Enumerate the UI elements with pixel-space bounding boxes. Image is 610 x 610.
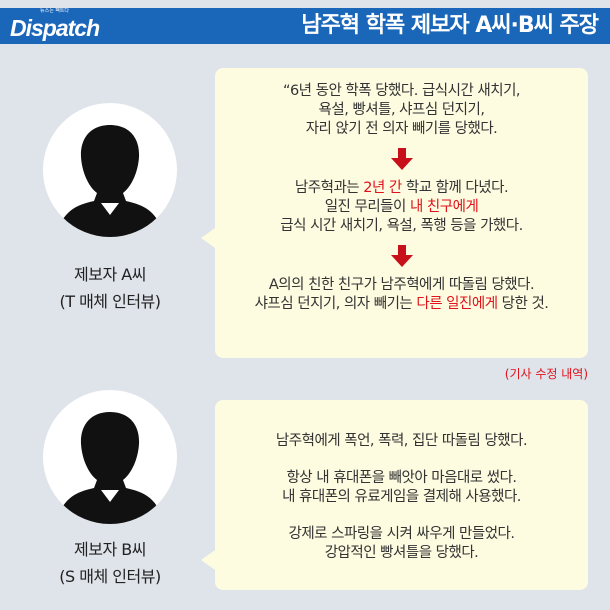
text-line: “6년 동안 학폭 당했다. 급식시간 새치기, <box>282 83 521 99</box>
informant-b-name: 제보자 B씨 <box>74 540 146 559</box>
informant-b-source: (S 매체 인터뷰) <box>59 567 161 586</box>
statement-a-3: A의의 친한 친구가 남주혁에게 따돌림 당했다. 샤프심 던지기, 의자 빼기… <box>215 276 588 314</box>
logo-text: Dispatch <box>10 15 100 41</box>
speech-bubble-a: “6년 동안 학폭 당했다. 급식시간 새치기, 욕설, 빵셔틀, 샤프심 던지… <box>201 68 588 358</box>
dispatch-logo: 뉴스는 팩트다 Dispatch <box>10 8 100 44</box>
text: 학교 함께 다녔다. <box>401 180 509 196</box>
text: 당한 것. <box>497 296 549 312</box>
statement-a-2: 남주혁과는 2년 간 학교 함께 다녔다. 일진 무리들이 내 친구에게 급식 … <box>215 179 588 236</box>
down-arrow-icon <box>390 245 413 267</box>
correction-note: (기사 수정 내역) <box>504 367 588 381</box>
highlight-text: 다른 일진에게 <box>416 296 498 312</box>
text-line: 샤프심 던지기, 의자 빼기는 다른 일진에게 당한 것. <box>215 295 588 314</box>
text-line: 욕설, 빵셔틀, 샤프심 던지기, <box>318 102 485 118</box>
down-arrow-icon <box>390 148 413 170</box>
informant-a-source: (T 매체 인터뷰) <box>59 292 161 311</box>
highlight-text: 내 친구에게 <box>409 199 479 215</box>
text-line: 내 휴대폰의 유료게임을 결제해 사용했다. <box>282 489 521 505</box>
page-title: 남주혁 학폭 제보자 A씨·B씨 주장 <box>301 13 599 38</box>
text-line: 일진 무리들이 내 친구에게 <box>215 198 588 217</box>
text: 남주혁과는 <box>294 180 364 196</box>
silhouette-avatar-b <box>43 390 177 524</box>
highlight-text: 2년 간 <box>363 180 402 196</box>
text-line: 자리 앉기 전 의자 빼기를 당했다. <box>305 121 498 137</box>
text-line: 남주혁에게 폭언, 폭력, 집단 따돌림 당했다. <box>275 433 528 449</box>
informant-a-name: 제보자 A씨 <box>74 265 146 284</box>
text-line: 급식 시간 새치기, 욕설, 폭행 등을 가했다. <box>280 218 523 234</box>
text-line: A의의 친한 친구가 남주혁에게 따돌림 당했다. <box>268 277 535 293</box>
logo-tagline: 뉴스는 팩트다 <box>40 8 69 14</box>
text-line: 남주혁과는 2년 간 학교 함께 다녔다. <box>215 179 588 198</box>
text: 일진 무리들이 <box>324 199 410 215</box>
text: 샤프심 던지기, 의자 빼기는 <box>254 296 417 312</box>
text-line: 강제로 스파링을 시켜 싸우게 만들었다. <box>288 526 515 542</box>
header-bar: 뉴스는 팩트다 Dispatch 남주혁 학폭 제보자 A씨·B씨 주장 <box>0 8 610 44</box>
text-line: 강압적인 빵셔틀을 당했다. <box>324 545 479 561</box>
speech-bubble-b: 남주혁에게 폭언, 폭력, 집단 따돌림 당했다. 항상 내 휴대폰을 빼앗아 … <box>201 400 588 590</box>
text-line: 항상 내 휴대폰을 빼앗아 마음대로 썼다. <box>286 470 517 486</box>
silhouette-avatar-a <box>43 103 177 237</box>
statement-a-1: “6년 동안 학폭 당했다. 급식시간 새치기, 욕설, 빵셔틀, 샤프심 던지… <box>215 82 588 139</box>
